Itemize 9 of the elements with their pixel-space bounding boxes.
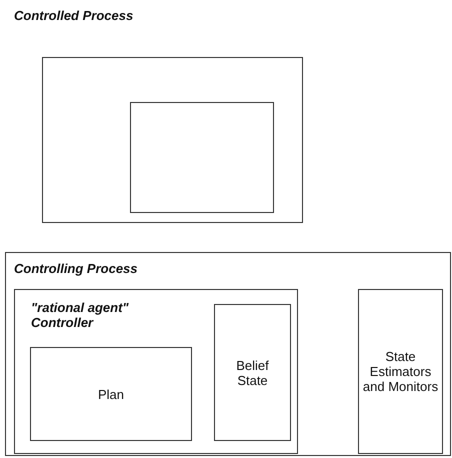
group-heading: Controlling Process xyxy=(14,261,139,276)
component-box: Plan xyxy=(30,347,192,441)
component-box: Belief State xyxy=(214,304,291,441)
group-heading: Controlled Process xyxy=(14,8,134,23)
empty-box xyxy=(130,102,274,213)
group-heading: "rational agent" Controller xyxy=(31,300,130,330)
process-box xyxy=(5,252,451,456)
controller-box xyxy=(14,289,298,454)
component-box: State Estimators and Monitors xyxy=(358,289,443,454)
